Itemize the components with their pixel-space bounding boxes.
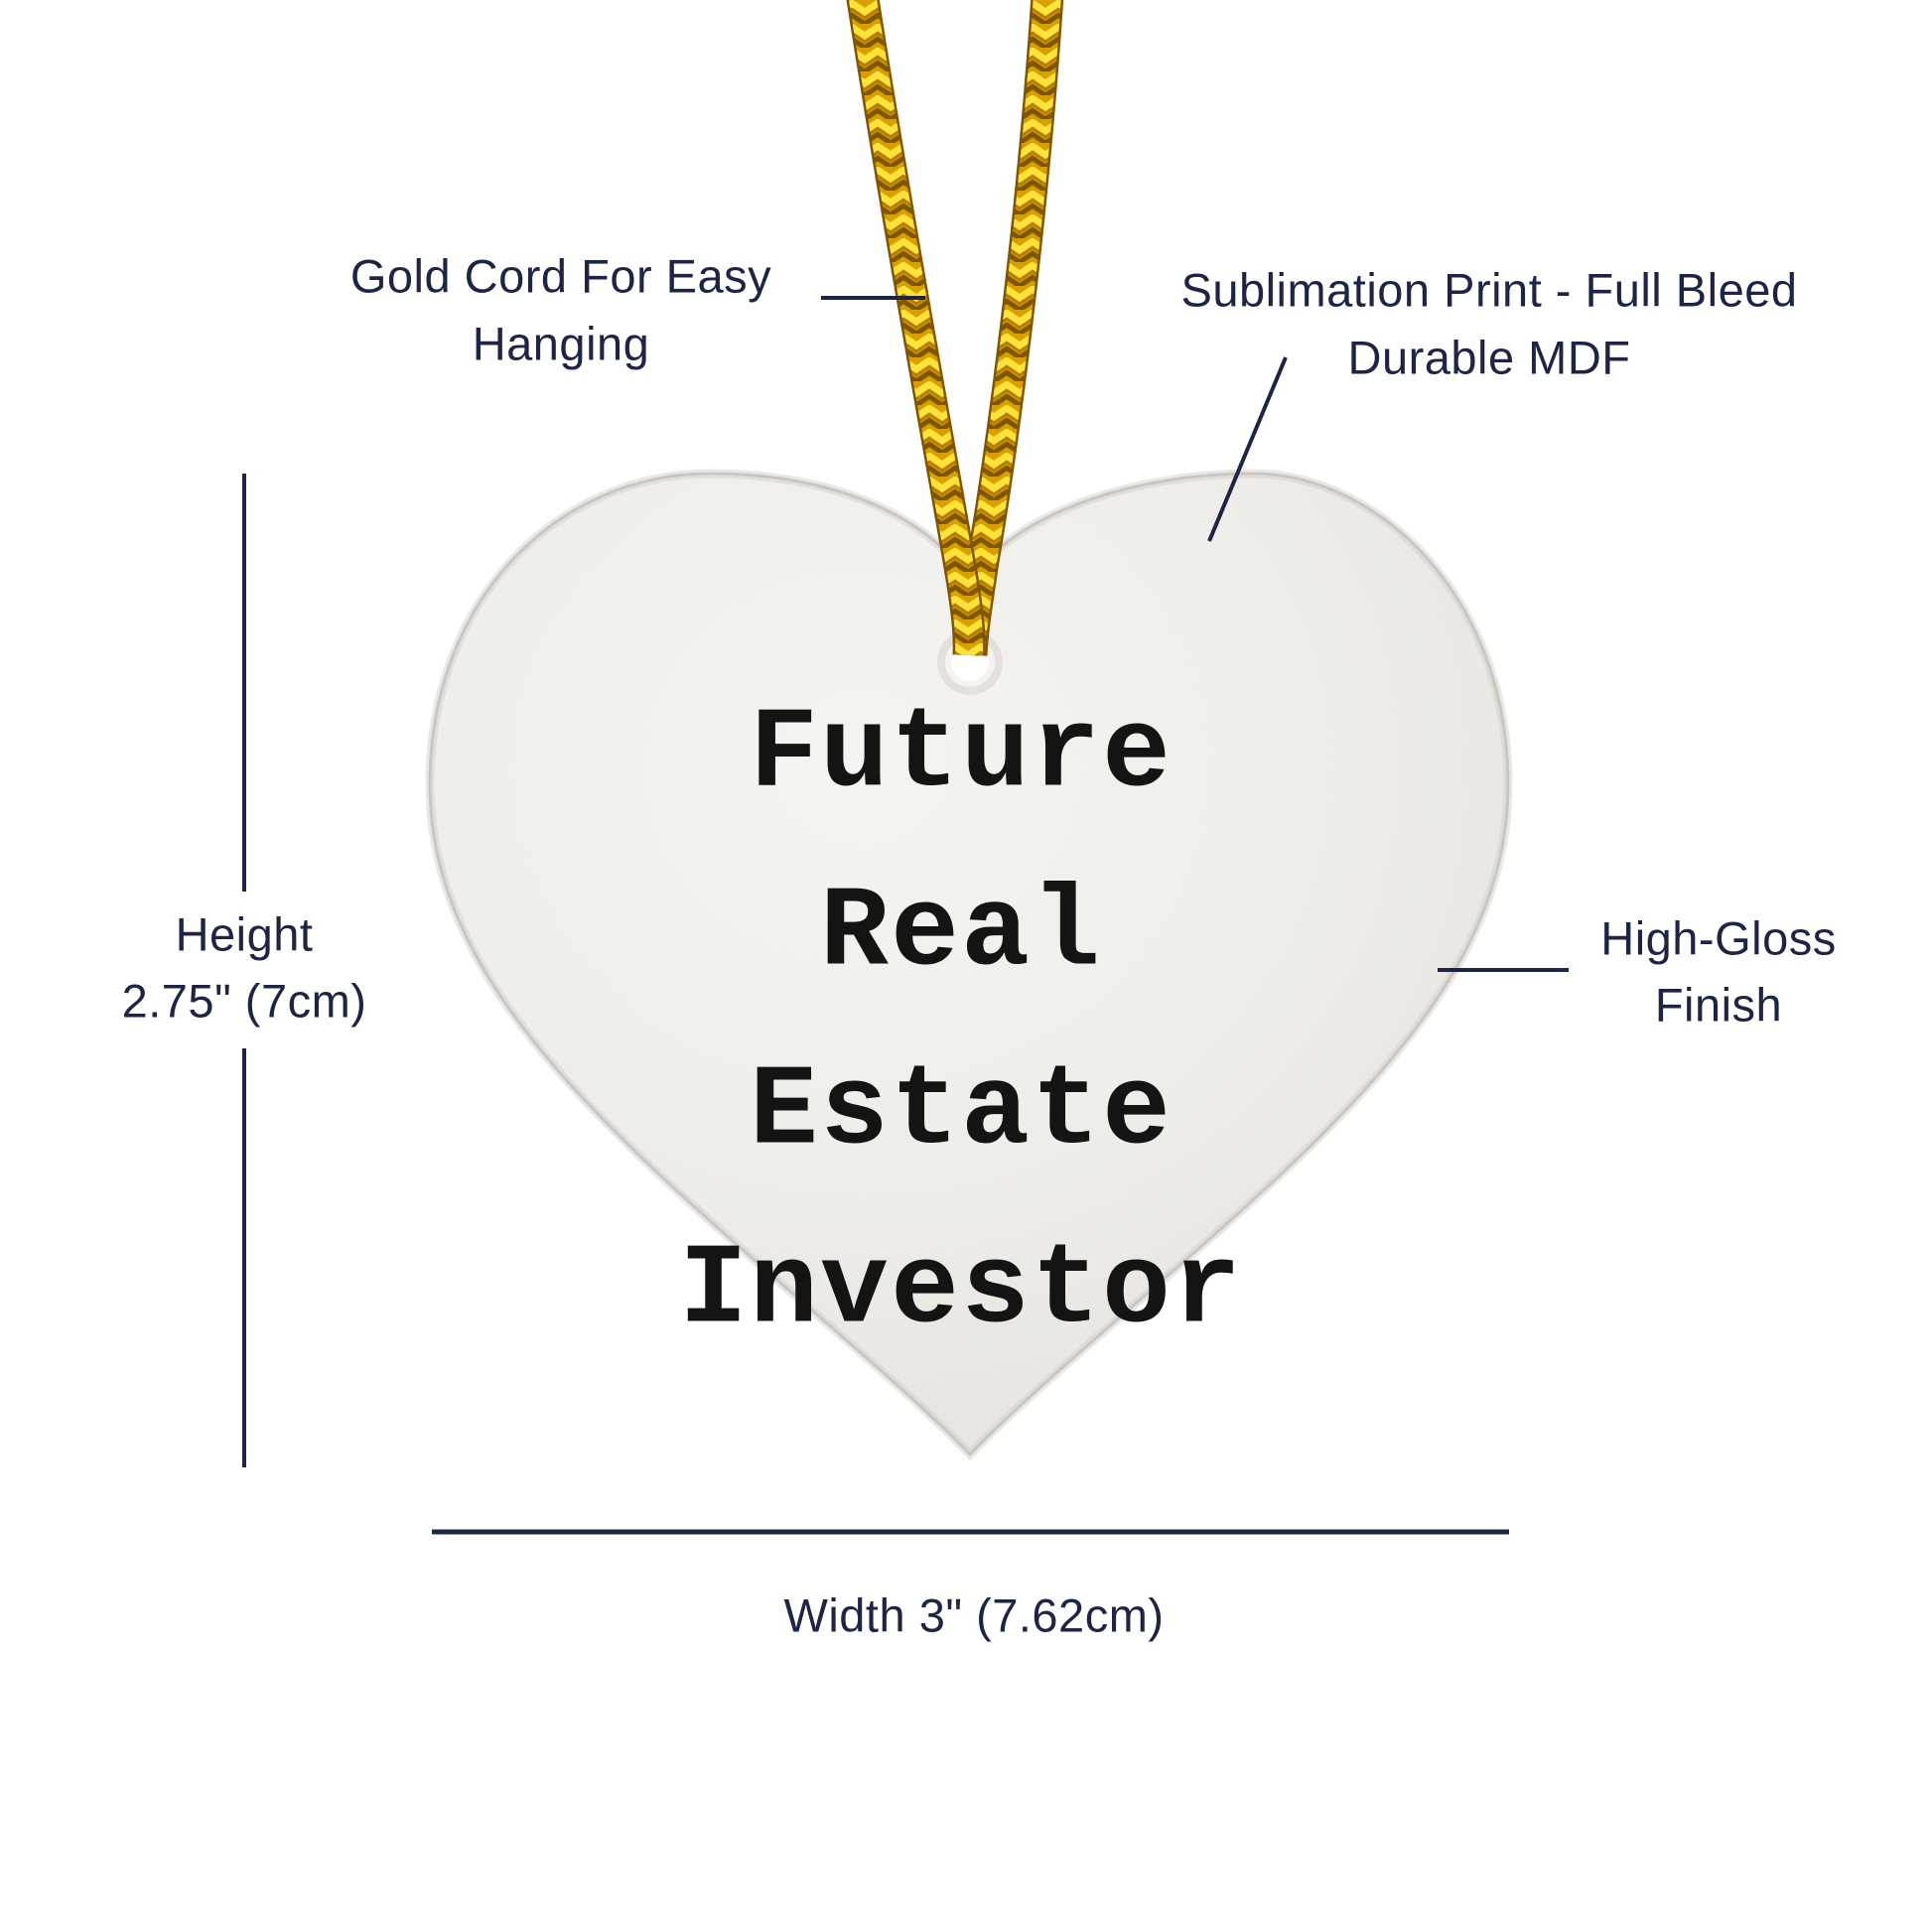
print-annotation-line-1: Sublimation Print - Full Bleed: [1180, 263, 1798, 317]
heart-ornament: [425, 469, 1513, 1461]
height-dimension-label-line-1: Height: [175, 907, 314, 961]
height-dimension-label-line-2: 2.75" (7cm): [121, 974, 367, 1028]
finish-annotation-line-1: High-Gloss: [1600, 911, 1837, 965]
gold-cord-icon: [846, 0, 1064, 656]
print-annotation-line-2: Durable MDF: [1347, 331, 1631, 384]
engraving-line-2: Real: [819, 868, 1103, 999]
finish-annotation-line-2: Finish: [1654, 978, 1783, 1032]
engraving-line-1: Future: [749, 689, 1173, 820]
cord-annotation-line-2: Hanging: [472, 317, 650, 370]
cord-annotation-line-1: Gold Cord For Easy: [349, 249, 772, 303]
width-dimension-label: Width 3" (7.62cm): [783, 1588, 1165, 1642]
engraving-line-3: Estate: [749, 1046, 1173, 1177]
print-callout-line: [1207, 356, 1288, 542]
engraving-line-4: Investor: [678, 1225, 1244, 1356]
